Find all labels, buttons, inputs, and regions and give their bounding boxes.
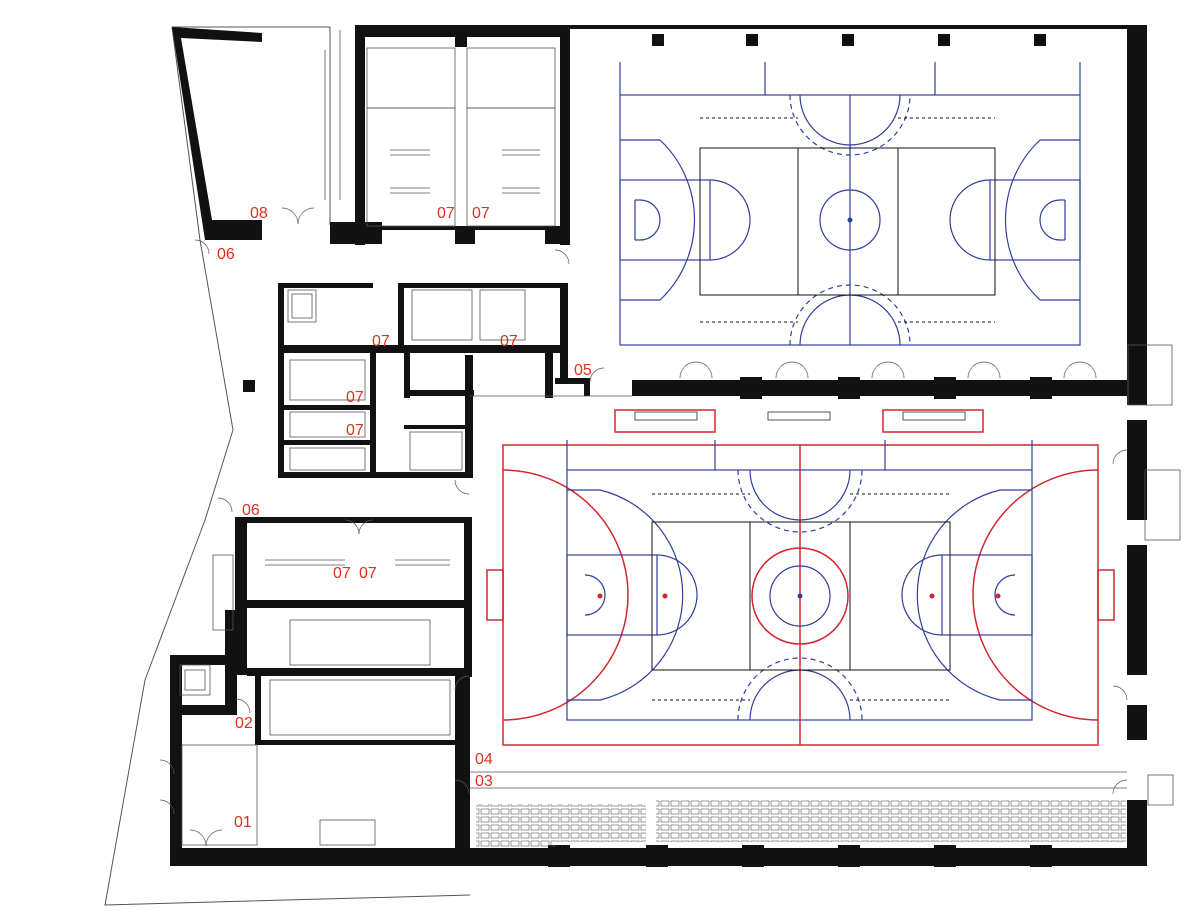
penalty-dot-left-red-2 [662,593,668,599]
room-label-05: 05 [574,362,592,379]
upper-court-center-dot [847,217,853,223]
room-label-01: 01 [234,814,252,831]
walls [170,25,1147,867]
interior-lines [179,30,1181,846]
room-label-06-upper: 06 [217,246,235,263]
lower-court-red [486,409,1115,746]
upper-court [619,62,1081,346]
spectator-seating-main [656,800,1126,842]
penalty-dot-right-red-2 [995,593,1001,599]
room-label-07-core-left: 07 [372,333,390,350]
room-labels: 01 02 03 04 05 06 06 07 07 07 07 07 07 0… [217,205,592,831]
room-label-03: 03 [475,773,493,790]
lower-court-center-dot [797,593,803,599]
room-label-04: 04 [475,751,493,768]
room-label-07-top-left: 07 [437,205,455,222]
room-label-02: 02 [235,715,253,732]
room-label-06-lower: 06 [242,502,260,519]
room-label-07-lower-left: 07 [333,565,351,582]
upper-court-black-lines [699,117,996,323]
room-label-07-top-right: 07 [472,205,490,222]
spectator-seating-front [476,804,646,842]
door-swings [159,207,1128,847]
penalty-dot-right-red [929,593,935,599]
room-label-07-core-right: 07 [500,333,518,350]
room-label-07-core-mid1: 07 [346,389,364,406]
penalty-dot-left-red [597,593,603,599]
room-label-07-lower-right: 07 [359,565,377,582]
room-label-08: 08 [250,205,268,222]
lower-court-black [634,411,966,701]
room-label-07-core-mid2: 07 [346,422,364,439]
site-boundary [104,26,471,906]
spectator-seating-lower [476,842,556,848]
